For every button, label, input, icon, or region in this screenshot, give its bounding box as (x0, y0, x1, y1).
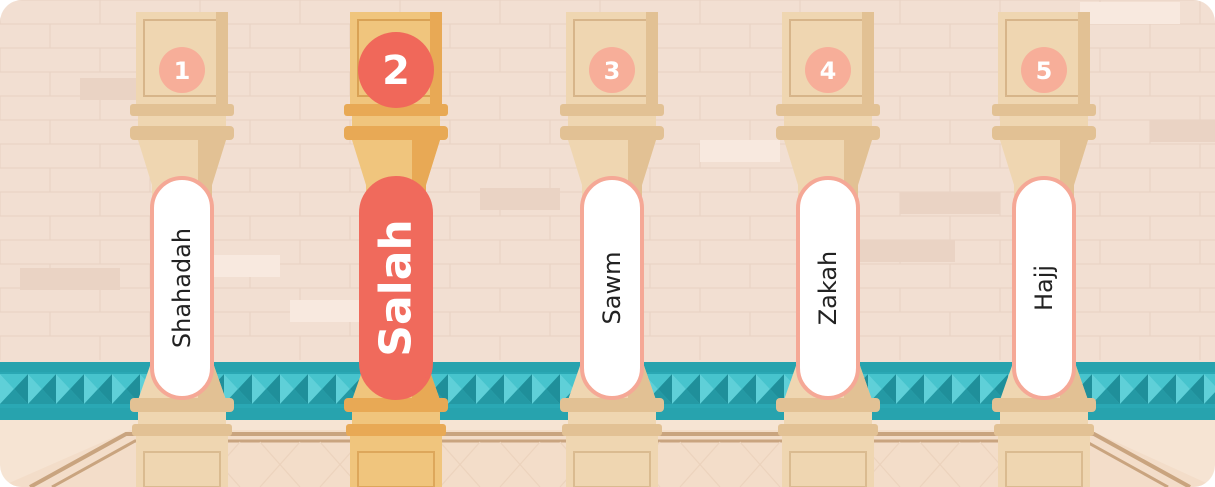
number-badge-text: 5 (1036, 57, 1053, 85)
pillar-label-sawm: Sawm (598, 252, 626, 325)
pillar-label-hajj: Hajj (1030, 265, 1058, 311)
number-badge-text: 3 (604, 57, 621, 85)
number-badge-text: 2 (382, 48, 410, 94)
pillar-label-salah: Salah (371, 219, 422, 356)
pillar-label-shahadah: Shahadah (168, 228, 196, 348)
number-badge-text: 4 (820, 57, 837, 85)
pillar-label-zakah: Zakah (814, 251, 842, 326)
number-badge-text: 1 (174, 57, 191, 85)
